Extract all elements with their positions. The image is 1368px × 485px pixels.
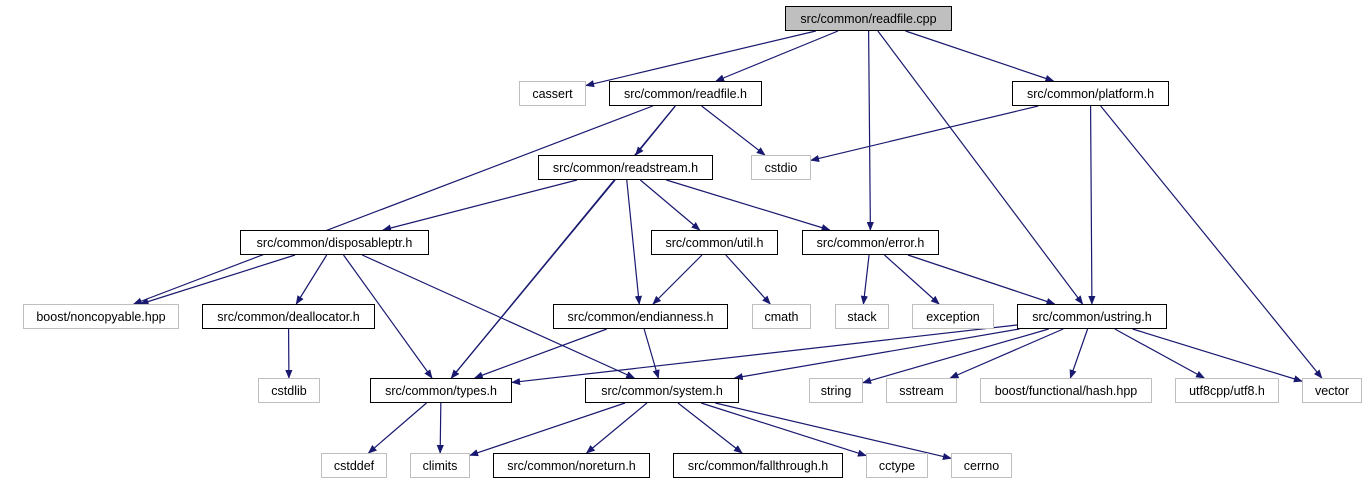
node-cstdlib[interactable]: cstdlib bbox=[258, 378, 320, 403]
node-disposableptr-h[interactable]: src/common/disposableptr.h bbox=[240, 230, 429, 255]
edge-system_h-to-cerrno bbox=[715, 402, 952, 460]
edge-system_h-to-fallthrough_h bbox=[677, 402, 743, 454]
node-endianness-h[interactable]: src/common/endianness.h bbox=[553, 304, 728, 329]
edge-disposableptr_h-to-deallocator_h bbox=[295, 254, 328, 305]
node-exception[interactable]: exception bbox=[912, 304, 994, 329]
node-cctype[interactable]: cctype bbox=[866, 453, 928, 478]
edge-error_h-to-stack bbox=[860, 254, 870, 305]
edge-endianness_h-to-system_h bbox=[643, 328, 660, 379]
edge-system_h-to-climits bbox=[469, 402, 626, 457]
edge-error_h-to-ustring_h bbox=[907, 254, 1056, 305]
node-string[interactable]: string bbox=[809, 378, 863, 403]
node-utf8cpp-utf8[interactable]: utf8cpp/utf8.h bbox=[1175, 378, 1279, 403]
edge-readstream_h-to-types_h bbox=[450, 179, 616, 379]
edge-readfile_cpp-to-error_h bbox=[866, 30, 874, 231]
node-ustring-h[interactable]: src/common/ustring.h bbox=[1017, 304, 1167, 329]
edge-platform_h-to-cstdio bbox=[810, 105, 1039, 162]
edge-readstream_h-to-disposableptr_h bbox=[382, 179, 578, 232]
node-boost-noncopyable[interactable]: boost/noncopyable.hpp bbox=[23, 304, 179, 329]
edge-ustring_h-to-string bbox=[862, 328, 1049, 384]
edge-readstream_h-to-endianness_h bbox=[626, 179, 643, 305]
edge-system_h-to-noreturn_h bbox=[585, 402, 648, 454]
edge-util_h-to-endianness_h bbox=[652, 254, 703, 305]
edge-readfile_cpp-to-readfile_h bbox=[715, 30, 839, 82]
edge-ustring_h-to-system_h bbox=[733, 328, 1020, 381]
edge-types_h-to-cstddef bbox=[367, 402, 427, 454]
edge-util_h-to-cmath bbox=[725, 254, 771, 305]
edge-readfile_h-to-cstdio bbox=[701, 105, 766, 156]
edge-readfile_h-to-noncopyable_hpp bbox=[132, 105, 653, 305]
node-cerrno[interactable]: cerrno bbox=[951, 453, 1012, 478]
node-readfile-cpp[interactable]: src/common/readfile.cpp bbox=[785, 6, 952, 31]
edge-readstream_h-to-util_h bbox=[639, 179, 701, 231]
edge-readstream_h-to-error_h bbox=[666, 179, 831, 232]
edge-disposableptr_h-to-types_h bbox=[343, 254, 433, 379]
edge-disposableptr_h-to-system_h bbox=[361, 254, 636, 379]
edge-readfile_cpp-to-cassert bbox=[585, 30, 816, 88]
node-cstddef[interactable]: cstddef bbox=[321, 453, 387, 478]
node-climits[interactable]: climits bbox=[410, 453, 470, 478]
edge-readfile_cpp-to-ustring_h bbox=[877, 30, 1084, 305]
node-cassert[interactable]: cassert bbox=[519, 81, 586, 106]
edge-system_h-to-cctype bbox=[700, 402, 867, 457]
edge-ustring_h-to-vector bbox=[1132, 328, 1303, 383]
edge-ustring_h-to-hash_hpp bbox=[1069, 328, 1089, 379]
node-fallthrough-h[interactable]: src/common/fallthrough.h bbox=[673, 453, 843, 478]
edge-ustring_h-to-utf8_h bbox=[1114, 328, 1205, 379]
node-readfile-h[interactable]: src/common/readfile.h bbox=[609, 81, 762, 106]
node-error-h[interactable]: src/common/error.h bbox=[802, 230, 939, 255]
edge-error_h-to-exception bbox=[884, 254, 940, 305]
edge-platform_h-to-vector bbox=[1100, 105, 1323, 379]
node-util-h[interactable]: src/common/util.h bbox=[651, 230, 778, 255]
node-stack[interactable]: stack bbox=[835, 304, 889, 329]
node-cmath[interactable]: cmath bbox=[752, 304, 811, 329]
node-boost-functional-hash[interactable]: boost/functional/hash.hpp bbox=[980, 378, 1152, 403]
node-system-h[interactable]: src/common/system.h bbox=[585, 378, 739, 403]
edge-ustring_h-to-sstream bbox=[949, 328, 1064, 379]
node-sstream[interactable]: sstream bbox=[886, 378, 957, 403]
edge-types_h-to-climits bbox=[436, 402, 444, 454]
edge-platform_h-to-ustring_h bbox=[1088, 105, 1096, 305]
node-noreturn-h[interactable]: src/common/noreturn.h bbox=[493, 453, 650, 478]
edge-endianness_h-to-types_h bbox=[473, 328, 608, 379]
edge-disposableptr_h-to-noncopyable_hpp bbox=[139, 254, 296, 305]
node-platform-h[interactable]: src/common/platform.h bbox=[1012, 81, 1169, 106]
node-vector[interactable]: vector bbox=[1302, 378, 1362, 403]
node-types-h[interactable]: src/common/types.h bbox=[370, 378, 512, 403]
edge-ustring_h-to-types_h bbox=[511, 324, 1018, 386]
node-cstdio[interactable]: cstdio bbox=[751, 155, 811, 180]
edge-readfile_cpp-to-platform_h bbox=[905, 30, 1055, 82]
node-readstream-h[interactable]: src/common/readstream.h bbox=[538, 155, 713, 180]
node-deallocator-h[interactable]: src/common/deallocator.h bbox=[202, 304, 375, 329]
